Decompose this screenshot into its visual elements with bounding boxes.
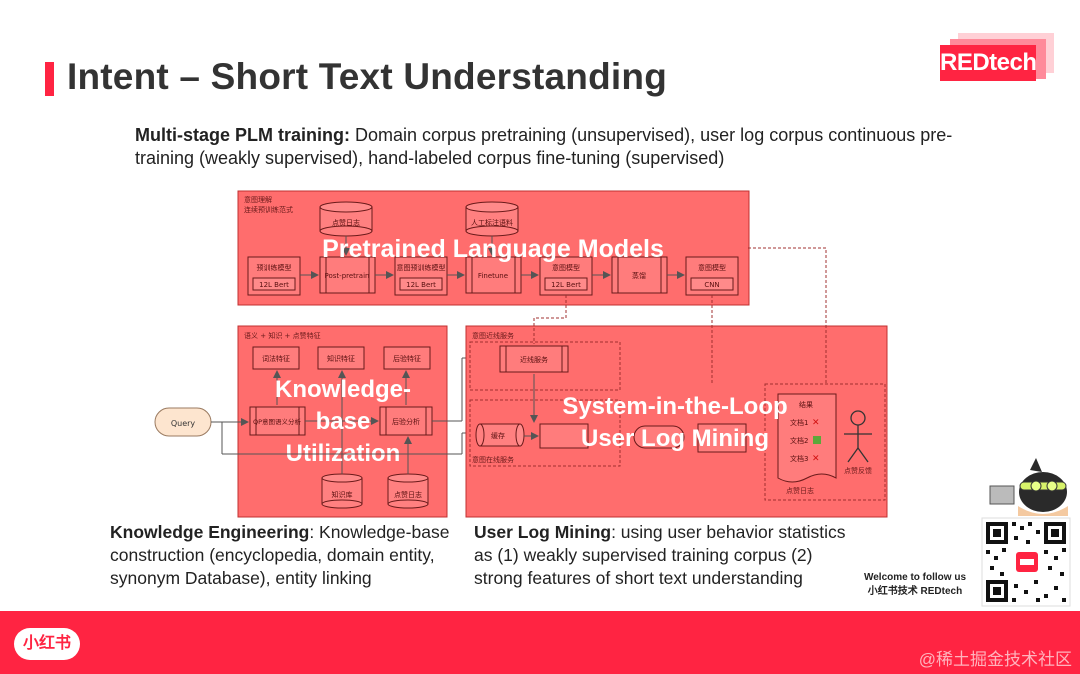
left-feature-3: 后验特征	[383, 346, 431, 370]
left-process-qp: QP意图语义分析	[249, 406, 306, 436]
check-mark-icon	[813, 436, 821, 444]
pipeline-3-inner: 12L Bert	[406, 281, 436, 289]
query-label: Query	[171, 419, 196, 428]
pipeline-5-inner: 12L Bert	[551, 281, 581, 289]
subtitle-rest: Domain corpus pretraining (unsupervised)…	[135, 125, 953, 168]
pipeline-3-name: 意图预训练模型	[397, 263, 446, 272]
welcome-line-2: 小红书技术 REDtech	[867, 586, 963, 597]
redtech-logo-text: REDtech	[940, 45, 1037, 81]
svg-text:QP意图语义分析: QP意图语义分析	[253, 417, 302, 426]
user-log-mining-text: User Log Mining: using user behavior sta…	[474, 521, 864, 590]
top-caption-1: 意图理解	[244, 195, 272, 204]
top-panel: 意图理解 连续预训练范式 点赞日志 人工标注语料 预训练模型 12L Bert …	[237, 190, 750, 306]
pipeline-5: 意图模型 12L Bert	[539, 256, 593, 296]
right-panel: 意图近线服务 近线服务 缓存 意图在线服务 结果 文档1 ✕ 文档2	[465, 247, 888, 518]
pipeline-1-name: 预训练模型	[257, 263, 292, 272]
nearline-service: 近线服务	[499, 345, 569, 373]
pipeline-7-name: 意图模型	[698, 263, 726, 272]
pipeline-2-name: Post-pretrain	[325, 272, 370, 280]
left-feature-2: 知识特征	[317, 346, 365, 370]
result-document: 结果 文档1 ✕ 文档2 文档3 ✕	[777, 393, 837, 483]
watermark: @稀土掘金技术社区	[918, 650, 1072, 669]
right-caption: 意图近线服务	[472, 331, 514, 340]
x-mark-icon: ✕	[812, 418, 820, 428]
doc-title: 结果	[799, 400, 813, 409]
query-node: Query	[154, 407, 479, 455]
overlay-top-label: Pretrained Language Models	[322, 235, 664, 263]
left-db-log: 点赞日志	[387, 473, 429, 509]
left-panel: 语义 + 知识 + 点赞特征 词法特征 知识特征 后验特征 QP意图语义分析 后…	[237, 325, 499, 518]
svg-text:知识特征: 知识特征	[327, 354, 355, 363]
doc-item-2: 文档2	[790, 436, 808, 445]
subtitle-bold: Multi-stage PLM training:	[135, 125, 350, 145]
overlay-left-line-1: Knowledge-	[275, 376, 411, 403]
svg-text:点赞日志: 点赞日志	[394, 490, 422, 499]
knowledge-engineering-rest: : Knowledge-base construction (encyclope…	[110, 522, 450, 588]
knowledge-engineering-bold: Knowledge Engineering	[110, 522, 310, 542]
db-search-log: 点赞日志	[319, 201, 373, 237]
redtech-logo: REDtech	[940, 33, 1056, 83]
user-figure-icon	[844, 410, 872, 463]
mascot-character	[989, 458, 1068, 516]
welcome-caption: Welcome to follow us 小红书技术 REDtech	[850, 571, 980, 599]
doc-log-label: 点赞日志	[786, 486, 814, 495]
x-mark-icon: ✕	[812, 454, 820, 464]
user-log-mining-rest: : using user behavior statistics as (1) …	[474, 522, 846, 588]
db-manual: 人工标注语料	[465, 201, 519, 237]
pipeline-7-inner: CNN	[704, 281, 719, 289]
pipeline-2: Post-pretrain	[319, 256, 376, 294]
svg-text:后验分析: 后验分析	[392, 417, 420, 426]
left-caption: 语义 + 知识 + 点赞特征	[244, 331, 321, 340]
welcome-line-1: Welcome to follow us	[863, 572, 967, 583]
pipeline-3: 意图预训练模型 12L Bert	[394, 256, 448, 296]
overlay-left-line-2: base	[316, 408, 371, 435]
doc-item-1: 文档1	[790, 418, 808, 427]
pipeline-7: 意图模型 CNN	[685, 256, 739, 296]
user-feedback-label: 点赞反馈	[844, 466, 872, 475]
overlay-right-line-2: User Log Mining	[581, 425, 769, 452]
svg-text:近线服务: 近线服务	[520, 355, 548, 364]
svg-text:缓存: 缓存	[491, 431, 505, 440]
pipeline-1: 预训练模型 12L Bert	[247, 256, 301, 296]
pipeline-4: Finetune	[465, 256, 522, 294]
slide-title: Intent – Short Text Understanding	[67, 56, 667, 97]
overlay-right-line-1: System-in-the-Loop	[562, 393, 787, 420]
top-caption-2: 连续预训练范式	[244, 205, 293, 214]
pipeline-5-name: 意图模型	[552, 263, 580, 272]
knowledge-engineering-text: Knowledge Engineering: Knowledge-base co…	[110, 521, 460, 590]
title-accent-bar	[45, 62, 54, 96]
xiaohongshu-logo: 小红书	[14, 628, 80, 660]
pipeline-6-name: 蒸馏	[632, 271, 646, 280]
pipeline-1-inner: 12L Bert	[259, 281, 289, 289]
right-online-caption: 意图在线服务	[472, 455, 514, 464]
pipeline-4-name: Finetune	[478, 272, 508, 280]
subtitle: Multi-stage PLM training: Domain corpus …	[135, 124, 985, 170]
db-manual-label: 人工标注语料	[471, 218, 513, 227]
user-log-mining-bold: User Log Mining	[474, 522, 612, 542]
left-process-posterior: 后验分析	[379, 406, 433, 436]
doc-item-3: 文档3	[790, 454, 808, 463]
db-search-log-label: 点赞日志	[332, 218, 360, 227]
svg-text:知识库: 知识库	[332, 490, 353, 499]
left-db-kb: 知识库	[321, 473, 363, 509]
footer-bar	[0, 611, 1080, 674]
left-feature-1: 词法特征	[252, 346, 300, 370]
svg-text:后验特征: 后验特征	[393, 354, 421, 363]
qr-code	[981, 517, 1071, 607]
svg-text:词法特征: 词法特征	[262, 354, 290, 363]
cache-db: 缓存	[475, 423, 525, 447]
